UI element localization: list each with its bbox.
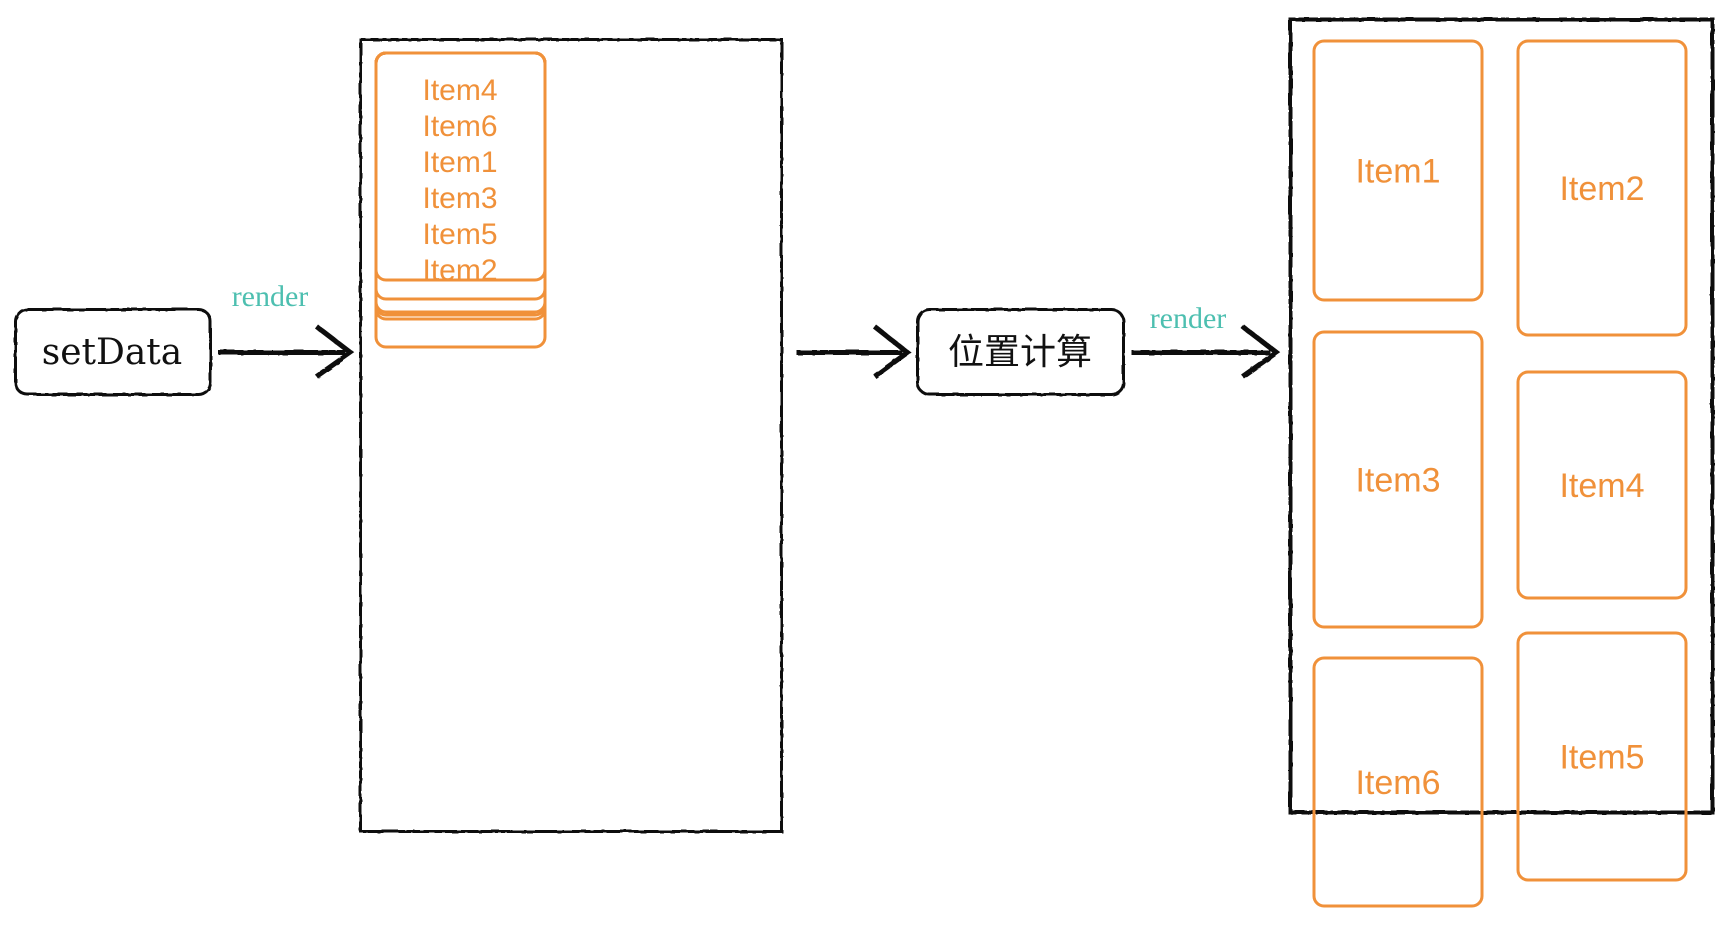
item-label: Item5 [422, 218, 497, 251]
item-label: Item3 [422, 182, 497, 215]
item-label: Item1 [1355, 153, 1440, 191]
render-arrow-1: render [218, 280, 355, 379]
item-card-border [1312, 330, 1484, 629]
item-card-border [1312, 656, 1484, 908]
item-card-border [1516, 631, 1688, 882]
item-label: Item5 [1559, 739, 1644, 777]
waterfall-container [1288, 17, 1714, 814]
item-label: Item4 [422, 74, 497, 107]
position-calc-label: 位置计算 [948, 332, 1092, 373]
item-label: Item2 [1559, 170, 1644, 208]
item-card: Item1 [1312, 39, 1484, 302]
item-card: Item2 [1516, 39, 1688, 337]
item-card: Item6 [1312, 656, 1484, 908]
item-card-border [1516, 370, 1688, 600]
render-arrow-2: render [1131, 302, 1281, 379]
position-calc-node: 位置计算 [915, 307, 1125, 396]
render-label-2: render [1150, 302, 1227, 335]
item-card-border [374, 51, 547, 349]
item-card: Item2 [374, 51, 547, 349]
item-label: Item2 [422, 254, 497, 287]
item-card: Item5 [1516, 631, 1688, 882]
initial-container [358, 37, 783, 833]
item-card-border [1516, 39, 1688, 337]
item-card: Item3 [1312, 330, 1484, 629]
item-label: Item6 [422, 110, 497, 143]
item-label: Item4 [1559, 467, 1644, 505]
item-label: Item6 [1355, 764, 1440, 802]
set-data-label: setData [42, 332, 183, 373]
item-label: Item3 [1355, 462, 1440, 500]
arrow-to-calc [796, 324, 912, 379]
set-data-node: setData [13, 307, 212, 396]
item-card: Item4 [1516, 370, 1688, 600]
item-card-border [1312, 39, 1484, 302]
render-label-1: render [232, 280, 309, 313]
item-label: Item1 [422, 146, 497, 179]
